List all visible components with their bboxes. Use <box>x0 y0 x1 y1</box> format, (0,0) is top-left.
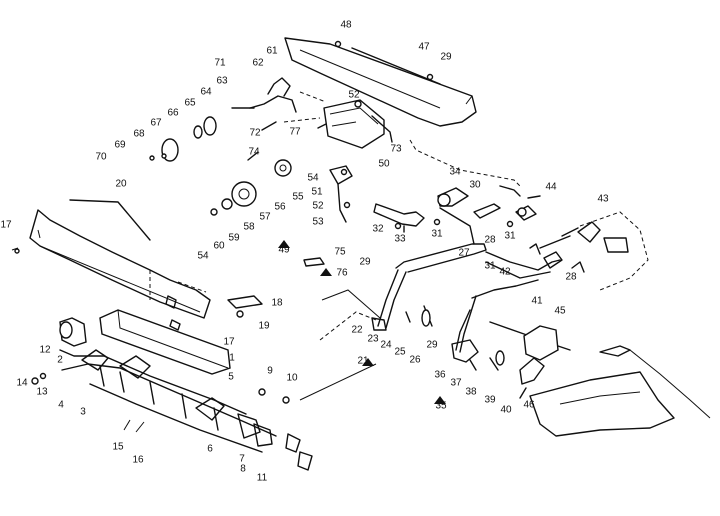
callout-6: 6 <box>207 444 213 455</box>
callout-32: 32 <box>372 224 384 235</box>
callout-23: 23 <box>367 334 379 345</box>
callout-31a: 31 <box>431 229 443 240</box>
callout-44: 44 <box>545 182 557 193</box>
gear-train <box>149 77 297 216</box>
callout-1: 1 <box>229 353 235 364</box>
callout-38: 38 <box>465 387 477 398</box>
callout-10: 10 <box>286 373 298 384</box>
callout-52a: 52 <box>348 90 360 101</box>
callout-66: 66 <box>167 108 179 119</box>
callout-9: 9 <box>267 366 273 377</box>
callout-67: 67 <box>150 118 162 129</box>
left-side-plate <box>11 209 211 331</box>
callout-36: 36 <box>434 370 446 381</box>
callout-11: 11 <box>257 473 268 484</box>
callout-52b: 52 <box>312 201 324 212</box>
callout-73: 73 <box>390 144 402 155</box>
front-shaft-assembly <box>31 309 313 471</box>
leader-lines <box>299 139 521 401</box>
callout-55: 55 <box>292 192 304 203</box>
callout-37: 37 <box>450 378 462 389</box>
callout-71: 71 <box>214 58 226 69</box>
callout-17b: 17 <box>223 337 235 348</box>
callout-56: 56 <box>274 202 286 213</box>
small-parts <box>227 240 446 404</box>
callout-27: 27 <box>458 248 470 259</box>
callout-21: 21 <box>357 356 369 367</box>
callout-28a: 28 <box>484 235 496 246</box>
top-rail <box>284 37 477 127</box>
callout-49: 49 <box>278 245 290 256</box>
callout-72: 72 <box>249 128 261 139</box>
callout-2: 2 <box>57 355 63 366</box>
callout-17a: 17 <box>0 220 12 231</box>
callout-16: 16 <box>132 455 144 466</box>
callout-19: 19 <box>258 321 270 332</box>
callout-29b: 29 <box>359 257 371 268</box>
callout-35: 35 <box>435 401 447 412</box>
mid-bracket-assembly <box>283 91 393 223</box>
center-lever-linkage <box>371 187 585 353</box>
callout-57: 57 <box>259 212 271 223</box>
callout-45: 45 <box>554 306 566 317</box>
callout-22: 22 <box>351 325 363 336</box>
right-shaft-assembly <box>451 185 711 437</box>
callout-26: 26 <box>409 355 421 366</box>
callout-4: 4 <box>58 400 64 411</box>
callout-76: 76 <box>336 268 348 279</box>
callout-62: 62 <box>252 58 264 69</box>
callout-70: 70 <box>95 152 107 163</box>
callout-31c: 31 <box>484 261 496 272</box>
callout-7: 7 <box>239 454 245 465</box>
callout-13: 13 <box>36 387 48 398</box>
callout-12: 12 <box>39 345 51 356</box>
callout-29c: 29 <box>426 340 438 351</box>
callout-54b: 54 <box>197 251 209 262</box>
callout-30: 30 <box>469 180 481 191</box>
callout-63: 63 <box>216 76 228 87</box>
callout-34: 34 <box>449 167 461 178</box>
callout-5: 5 <box>228 372 234 383</box>
callout-47: 47 <box>418 42 430 53</box>
callout-33: 33 <box>394 234 406 245</box>
callout-65: 65 <box>184 98 196 109</box>
callout-25: 25 <box>394 347 406 358</box>
callout-31b: 31 <box>504 231 516 242</box>
callout-15: 15 <box>112 442 124 453</box>
callout-64: 64 <box>200 87 212 98</box>
callout-42: 42 <box>499 267 511 278</box>
callout-51: 51 <box>311 187 323 198</box>
callout-20: 20 <box>115 179 127 190</box>
callout-68: 68 <box>133 129 145 140</box>
callout-54a: 54 <box>307 173 319 184</box>
callout-18: 18 <box>271 298 283 309</box>
callout-28b: 28 <box>565 272 577 283</box>
callout-77: 77 <box>289 127 301 138</box>
callout-39: 39 <box>484 395 496 406</box>
callout-60: 60 <box>213 241 225 252</box>
callout-41: 41 <box>531 296 543 307</box>
callout-61: 61 <box>266 46 278 57</box>
callout-46: 46 <box>523 400 535 411</box>
callout-50: 50 <box>378 159 390 170</box>
callout-43: 43 <box>597 194 609 205</box>
callout-59: 59 <box>228 233 240 244</box>
callout-40: 40 <box>500 405 512 416</box>
callout-14: 14 <box>16 378 28 389</box>
callout-48: 48 <box>340 20 352 31</box>
callout-53: 53 <box>312 217 324 228</box>
callout-74: 74 <box>248 147 260 158</box>
wire-20 <box>69 199 151 241</box>
callout-58: 58 <box>243 222 255 233</box>
callout-29a: 29 <box>440 52 452 63</box>
callout-75: 75 <box>334 247 346 258</box>
callout-24: 24 <box>380 340 392 351</box>
callout-69: 69 <box>114 140 126 151</box>
callout-8: 8 <box>240 464 246 475</box>
callout-3: 3 <box>80 407 86 418</box>
callout-labels: 1234567891011121314151617171819202122232… <box>0 20 609 484</box>
